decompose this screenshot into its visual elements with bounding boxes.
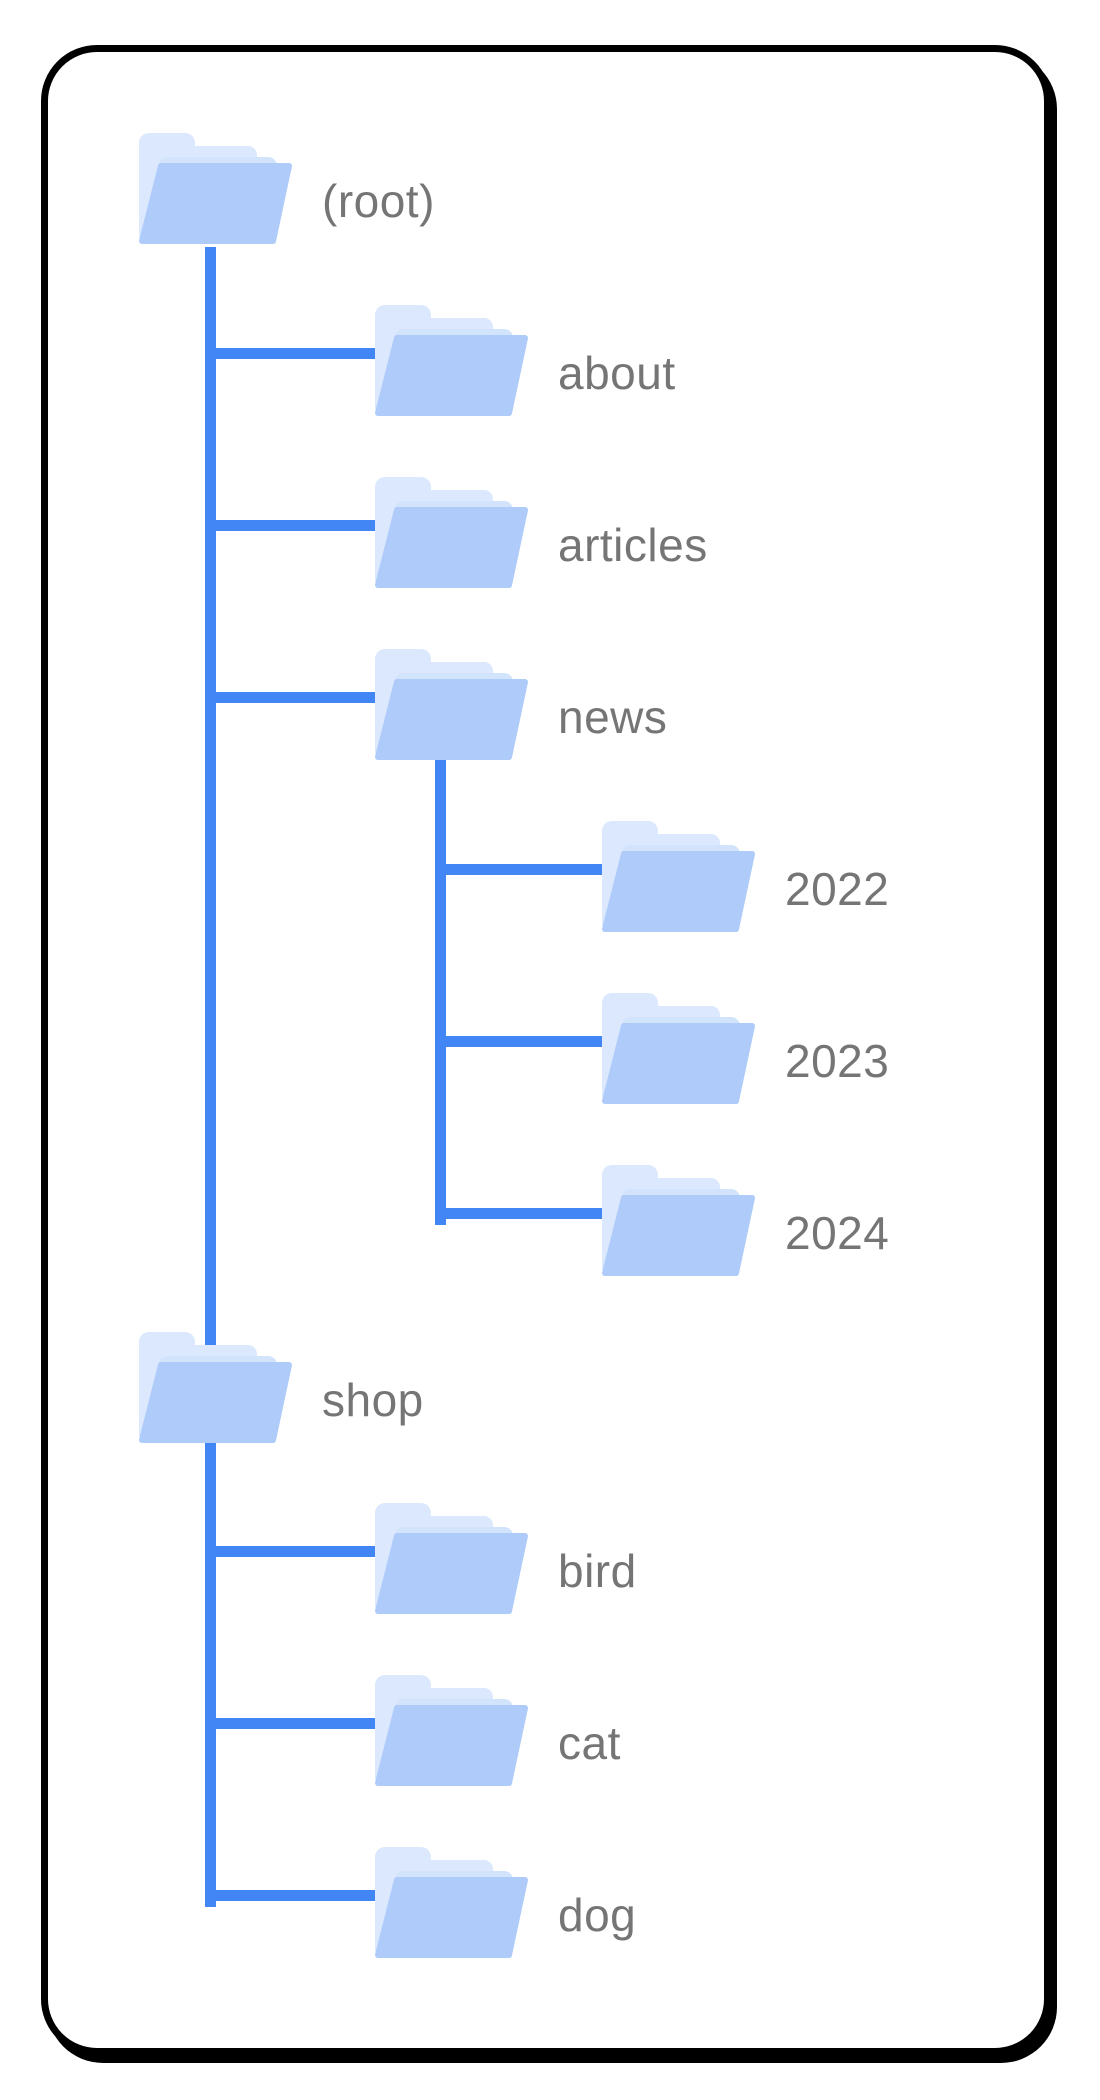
connector-branch-about <box>205 348 377 359</box>
folder-label-about: about <box>558 347 676 399</box>
connector-branch-articles <box>205 520 377 531</box>
connector-branch-cat <box>205 1718 377 1729</box>
folder-label-shop: shop <box>322 1374 424 1426</box>
folder-label-dog: dog <box>558 1889 637 1941</box>
folder-icon-2024 <box>602 1165 756 1279</box>
connector-trunk-root <box>205 247 216 1907</box>
folder-icon-cat <box>375 1675 529 1789</box>
folder-icon-articles <box>375 477 529 591</box>
folder-label-articles: articles <box>558 519 708 571</box>
folder-label-root: (root) <box>322 175 435 227</box>
folder-icon-dog <box>375 1847 529 1961</box>
folder-label-news: news <box>558 691 668 743</box>
folder-icon-news <box>375 649 529 763</box>
connector-branch-2024 <box>435 1208 605 1219</box>
folder-label-2023: 2023 <box>785 1035 890 1087</box>
folder-icon-root <box>139 133 293 247</box>
connector-branch-2022 <box>435 864 605 875</box>
folder-label-bird: bird <box>558 1545 637 1597</box>
folder-icon-2023 <box>602 993 756 1107</box>
folder-label-2024: 2024 <box>785 1207 890 1259</box>
connector-branch-dog <box>205 1890 377 1901</box>
connector-branch-2023 <box>435 1036 605 1047</box>
connector-branch-bird <box>205 1546 377 1557</box>
folder-icon-shop <box>139 1332 293 1446</box>
folder-label-cat: cat <box>558 1717 621 1769</box>
folder-icon-bird <box>375 1503 529 1617</box>
folder-icon-2022 <box>602 821 756 935</box>
connector-branch-news <box>205 692 377 703</box>
connector-trunk-news <box>435 760 446 1225</box>
diagram-card <box>41 45 1051 2055</box>
folder-label-2022: 2022 <box>785 863 890 915</box>
folder-icon-about <box>375 305 529 419</box>
